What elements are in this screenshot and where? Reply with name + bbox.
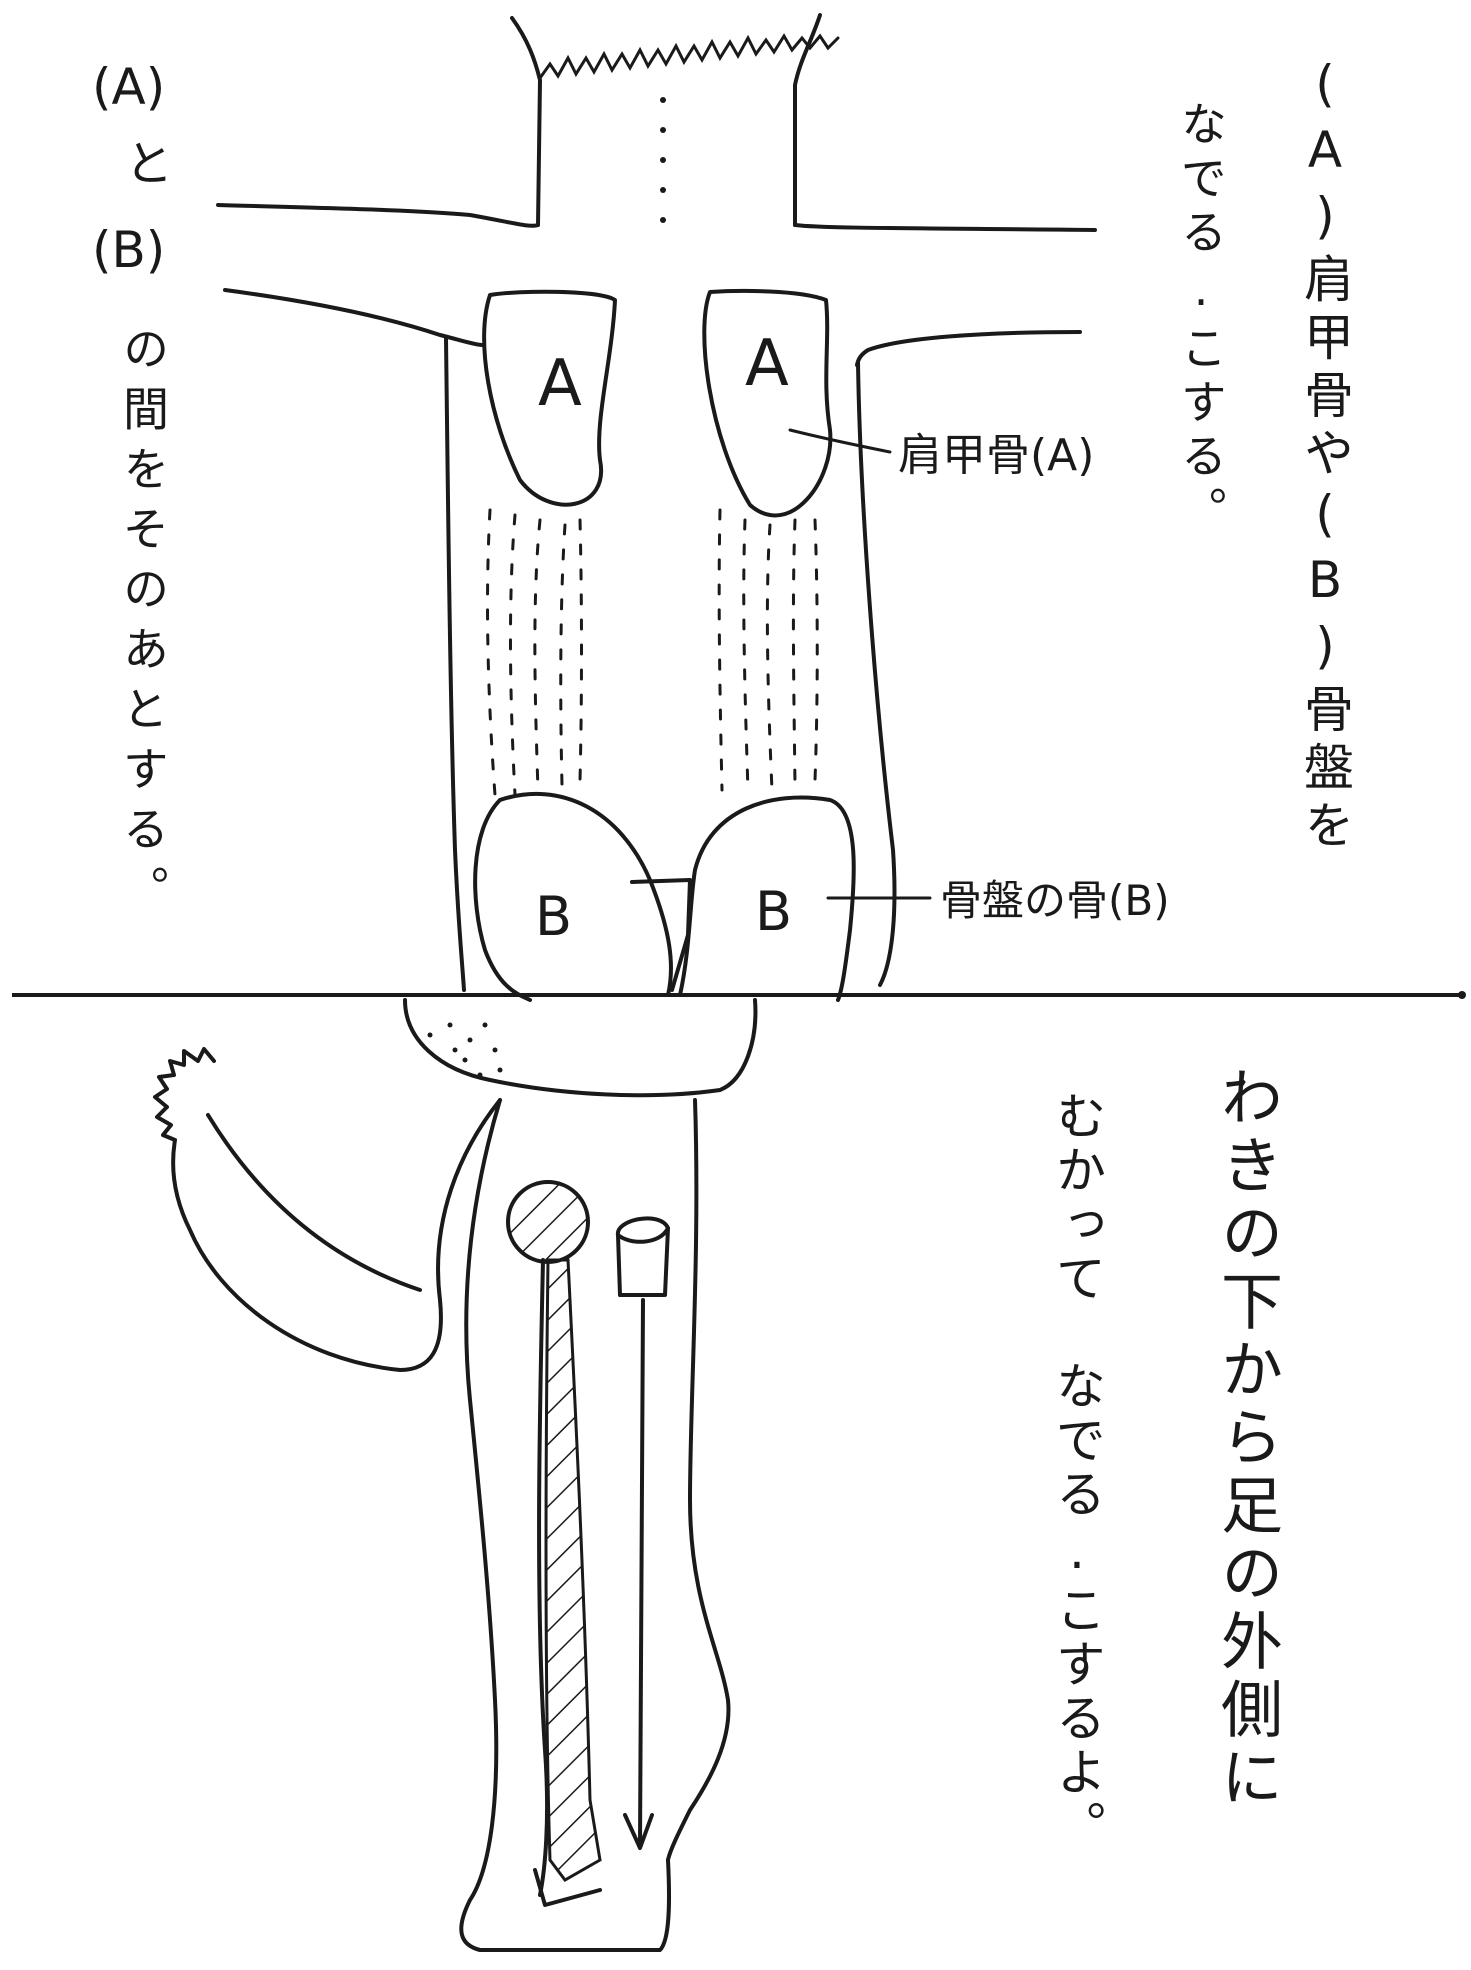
hip-stipple <box>427 1022 503 1078</box>
hip-outline <box>403 998 758 1098</box>
left-label-and: と <box>125 136 174 192</box>
marker-a-right: A <box>745 327 789 401</box>
pelvis-right-shape <box>678 795 856 1002</box>
left-label-b: (B) <box>92 221 166 279</box>
leg-back-inner <box>537 1258 550 1897</box>
left-arm-top <box>216 203 540 228</box>
back-dashed-texture <box>486 508 819 797</box>
armpit-start-circle <box>506 1180 590 1264</box>
right-top-col2: なでる.こする。 <box>1174 100 1228 540</box>
marker-b-left: B <box>535 885 572 948</box>
stroke-path-hatched <box>544 1258 602 1882</box>
scapula-callout-line <box>788 428 892 454</box>
right-bottom-col1: わきの下から足の外側に <box>1210 1065 1283 1813</box>
pelvis-bridge <box>630 878 692 992</box>
side-arm-outline <box>153 1047 502 1372</box>
right-bottom-col2: むかって なでる.こするよ。 <box>1048 1090 1106 1854</box>
leg-back-outline <box>459 1098 672 1952</box>
torso-right-side <box>856 360 897 987</box>
pelvis-left-shape <box>473 791 673 1002</box>
pelvis-callout-label: 骨盤の骨(B) <box>940 876 1170 925</box>
start-box-shape <box>616 1216 670 1297</box>
marker-a-left: A <box>538 347 582 421</box>
left-arm-bottom <box>223 288 484 347</box>
marker-b-right: B <box>755 880 792 943</box>
right-top-col1: (A)肩甲骨や(B)骨盤を <box>1296 55 1354 857</box>
hatched-arrow-head <box>533 1868 602 1907</box>
neck-outline <box>510 13 822 227</box>
torso-left-side <box>444 336 466 992</box>
hair-zigzag <box>538 33 840 80</box>
spine-dots <box>660 97 666 223</box>
left-label-a: (A) <box>92 58 166 116</box>
right-arm-top <box>793 223 1097 232</box>
left-vertical-text: の間をそのあとする。 <box>116 325 170 925</box>
downward-arrow <box>638 1298 645 1847</box>
scapula-callout-label: 肩甲骨(A) <box>898 430 1094 481</box>
downward-arrow-head <box>623 1813 654 1850</box>
scapula-right-shape <box>702 288 833 518</box>
scapula-left-shape <box>482 289 617 507</box>
leg-front-outline <box>666 1098 731 1862</box>
right-arm-bottom <box>855 330 1082 367</box>
